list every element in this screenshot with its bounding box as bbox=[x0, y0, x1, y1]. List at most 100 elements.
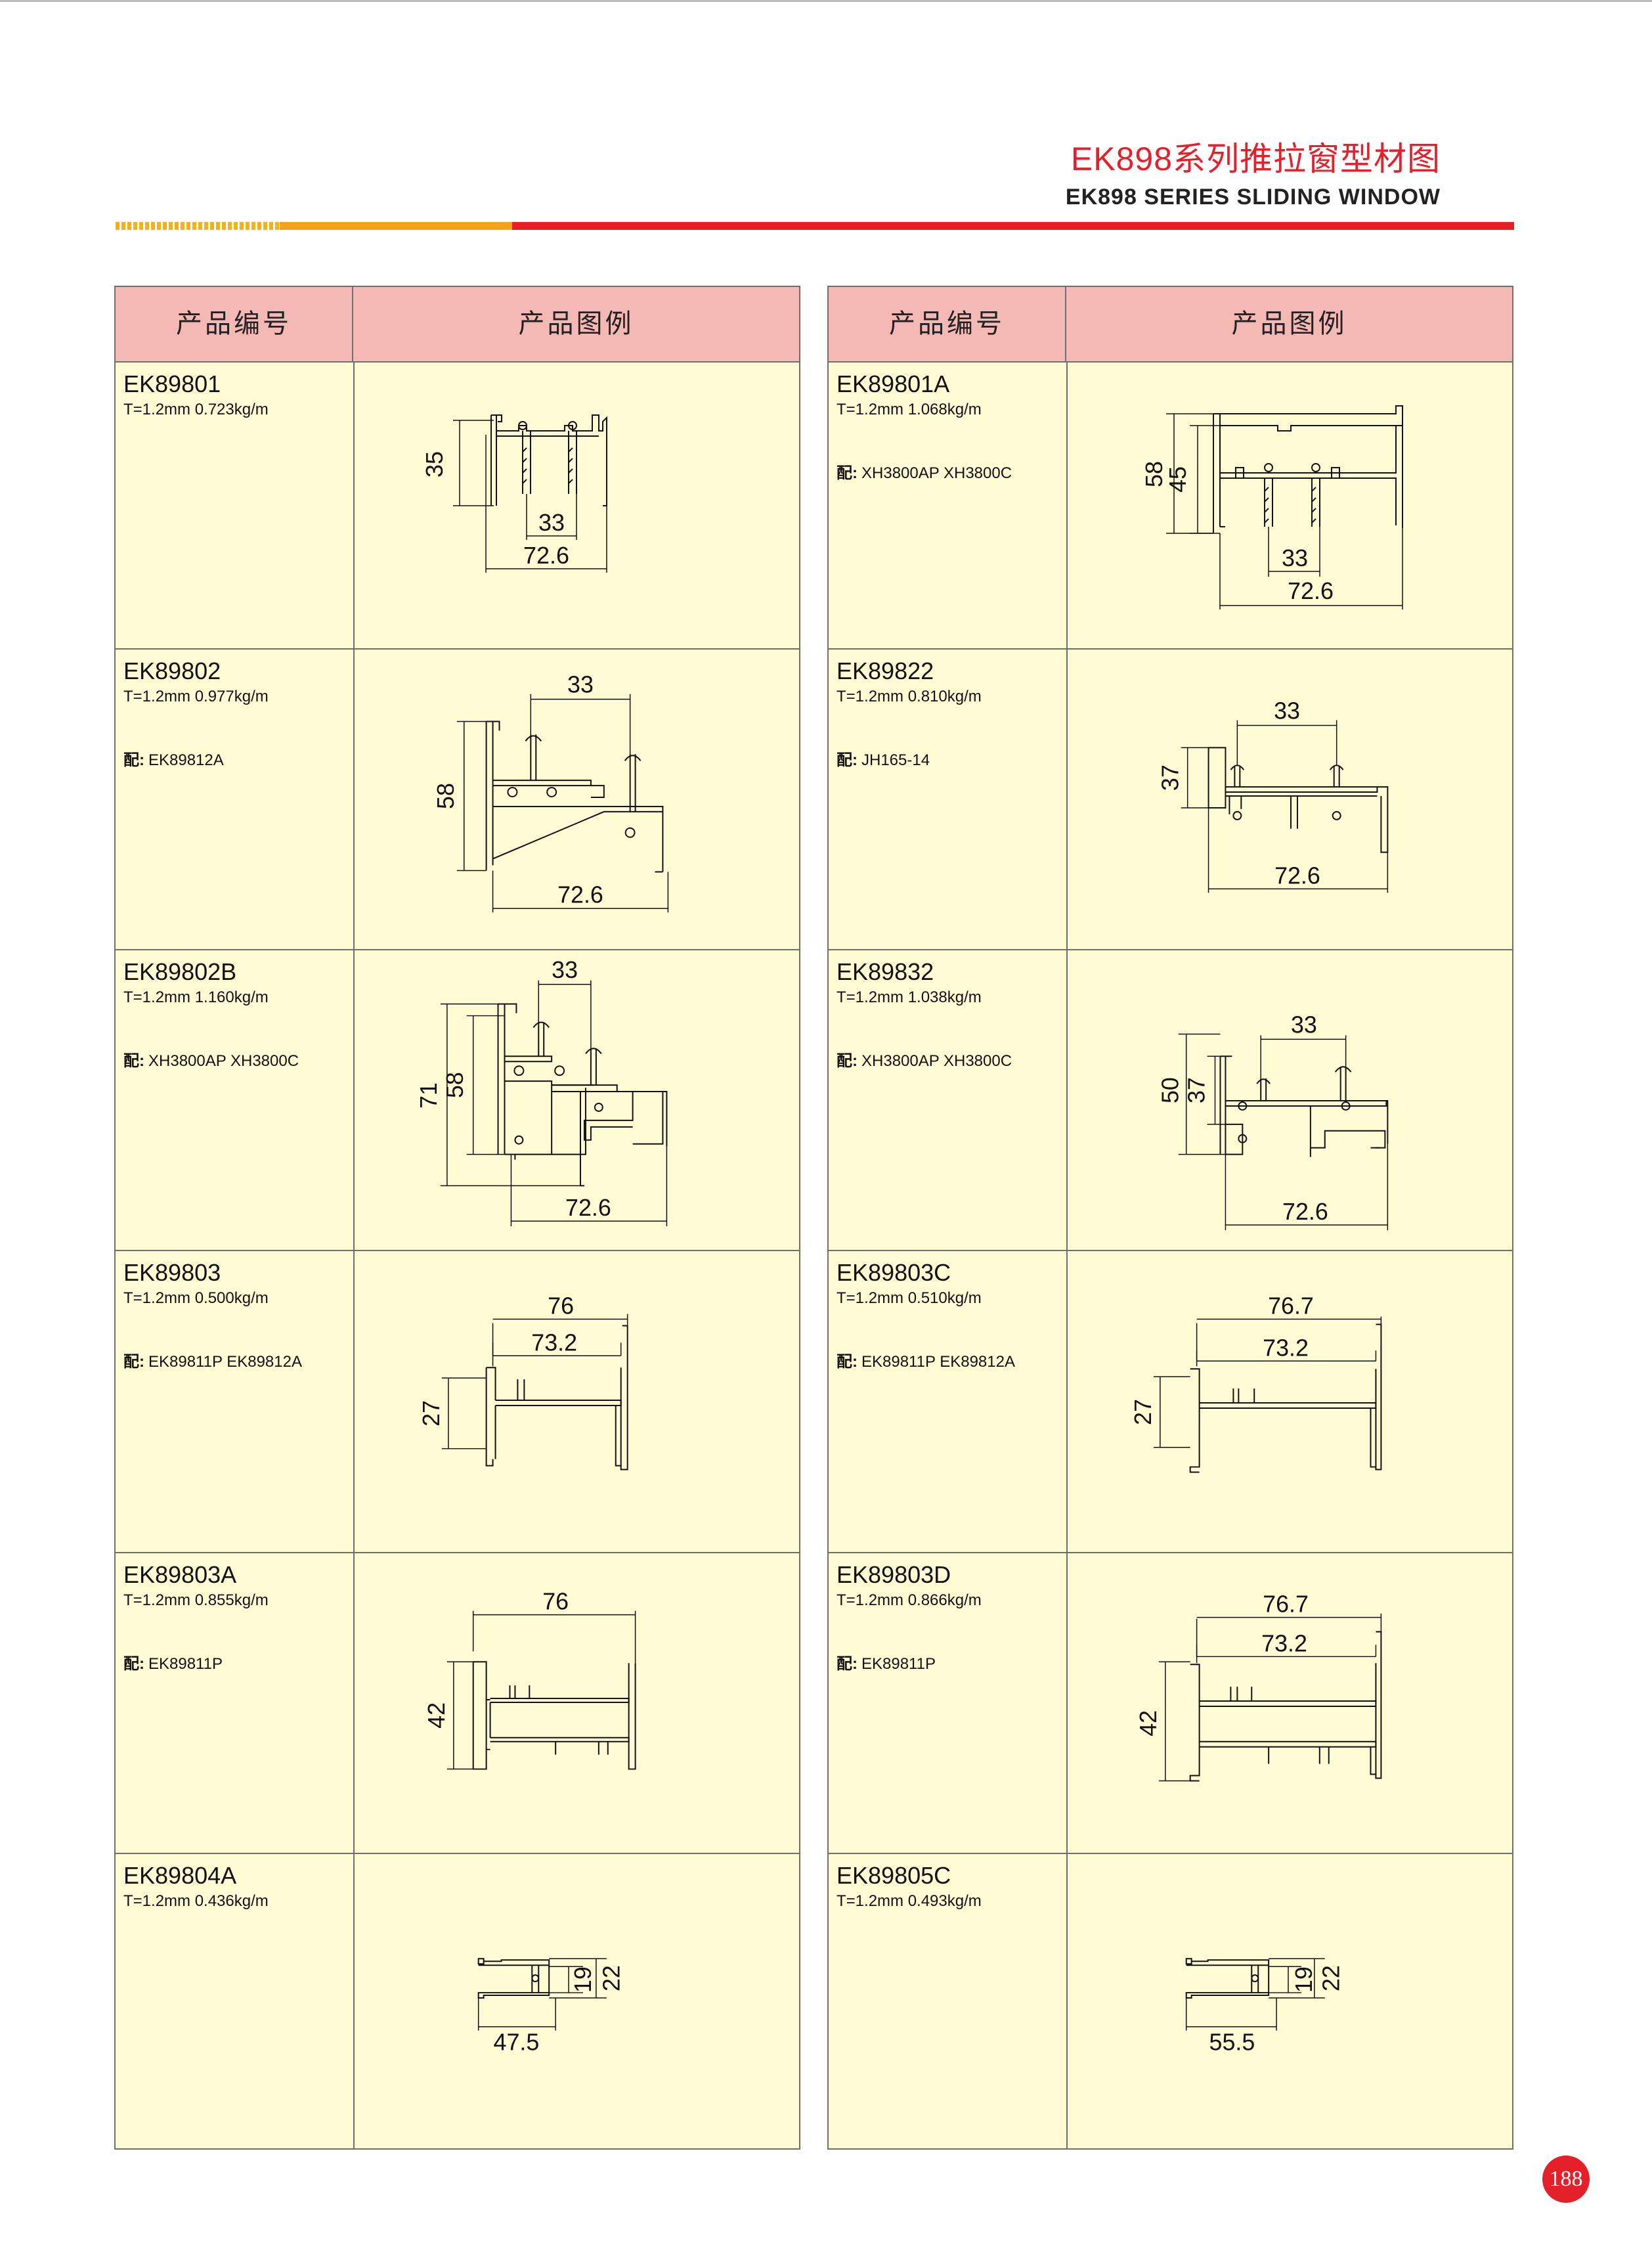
dim-label: 76.7 bbox=[1263, 1591, 1309, 1618]
dim-label: 58 bbox=[1141, 461, 1167, 487]
header-code: 产品编号 bbox=[116, 287, 353, 361]
product-spec: T=1.2mm 1.068kg/m bbox=[837, 401, 982, 418]
compatible-parts: 配:EK89811P bbox=[123, 1655, 223, 1673]
dim-label: 55.5 bbox=[1209, 2029, 1255, 2056]
product-code: EK89822 bbox=[837, 657, 934, 684]
compatible-parts: 配:EK89811P EK89812A bbox=[123, 1353, 302, 1371]
page-number: 188 bbox=[1542, 2156, 1590, 2203]
dim-label: 33 bbox=[1274, 698, 1300, 724]
product-row: EK89801A T=1.2mm 1.068kg/m 配:XH3800AP XH… bbox=[829, 363, 1512, 648]
product-spec: T=1.2mm 1.038kg/m bbox=[837, 988, 982, 1006]
compatible-parts: 配:EK89811P bbox=[837, 1655, 936, 1673]
compatible-parts: 配:EK89811P EK89812A bbox=[837, 1353, 1015, 1371]
dim-label: 72.6 bbox=[1282, 1199, 1328, 1225]
dim-label: 33 bbox=[552, 957, 578, 983]
product-table-left: 产品编号 产品图例 EK89801 T=1.2mm 0.723kg/m 35 3… bbox=[114, 286, 800, 2150]
product-spec: T=1.2mm 0.855kg/m bbox=[123, 1591, 269, 1609]
dim-label: 45 bbox=[1164, 466, 1191, 493]
profile-drawing: 27 76.7 73.2 bbox=[1068, 1251, 1513, 1552]
dim-label: 72.6 bbox=[565, 1195, 611, 1221]
compatible-parts: 配:XH3800AP XH3800C bbox=[837, 464, 1012, 482]
table-header: 产品编号 产品图例 bbox=[829, 287, 1512, 363]
product-spec: T=1.2mm 0.866kg/m bbox=[837, 1591, 982, 1609]
product-row: EK89822 T=1.2mm 0.810kg/m 配:JH165-14 37 … bbox=[829, 648, 1512, 949]
product-code: EK89801 bbox=[123, 370, 221, 397]
dim-label: 50 bbox=[1158, 1077, 1184, 1103]
top-border bbox=[0, 0, 1652, 2]
product-spec: T=1.2mm 0.493kg/m bbox=[837, 1892, 982, 1910]
product-code: EK89803C bbox=[837, 1259, 951, 1286]
dim-label: 19 bbox=[1291, 1966, 1317, 1993]
profile-drawing: 50 37 33 72.6 bbox=[1068, 950, 1513, 1250]
dim-label: 73.2 bbox=[531, 1329, 577, 1356]
dim-label: 72.6 bbox=[1274, 862, 1320, 889]
product-table-right: 产品编号 产品图例 EK89801A T=1.2mm 1.068kg/m 配:X… bbox=[827, 286, 1513, 2150]
profile-drawing: 37 33 72.6 bbox=[1068, 650, 1513, 949]
product-code: EK89804A bbox=[123, 1862, 237, 1889]
dim-label: 73.2 bbox=[1263, 1335, 1309, 1361]
product-spec: T=1.2mm 0.510kg/m bbox=[837, 1289, 982, 1307]
profile-drawing: 19 22 55.5 bbox=[1068, 1854, 1513, 2150]
product-row: EK89803C T=1.2mm 0.510kg/m 配:EK89811P EK… bbox=[829, 1250, 1512, 1552]
product-code: EK89803 bbox=[123, 1259, 221, 1286]
header-image: 产品图例 bbox=[518, 309, 634, 338]
dim-label: 73.2 bbox=[1261, 1630, 1307, 1656]
dim-label: 76 bbox=[542, 1589, 569, 1615]
dim-label: 27 bbox=[418, 1400, 445, 1427]
profile-drawing: 58 45 33 72.6 bbox=[1068, 363, 1513, 648]
product-row: EK89803D T=1.2mm 0.866kg/m 配:EK89811P 42… bbox=[829, 1552, 1512, 1853]
table-header: 产品编号 产品图例 bbox=[116, 287, 799, 363]
product-row: EK89803 T=1.2mm 0.500kg/m 配:EK89811P EK8… bbox=[116, 1250, 799, 1552]
dim-label: 72.6 bbox=[557, 881, 603, 908]
product-code: EK89801A bbox=[837, 370, 950, 397]
dim-label: 72.6 bbox=[1288, 577, 1334, 604]
product-code: EK89805C bbox=[837, 1862, 951, 1889]
profile-drawing: 42 76.7 73.2 bbox=[1068, 1553, 1513, 1853]
product-spec: T=1.2mm 0.810kg/m bbox=[837, 688, 982, 705]
product-code: EK89803A bbox=[123, 1561, 237, 1588]
dim-label: 71 bbox=[416, 1082, 442, 1109]
dim-label: 33 bbox=[538, 509, 565, 536]
product-spec: T=1.2mm 1.160kg/m bbox=[123, 988, 269, 1006]
header-code: 产品编号 bbox=[829, 287, 1066, 361]
dim-label: 27 bbox=[1130, 1399, 1156, 1425]
dim-label: 22 bbox=[599, 1965, 625, 1991]
compatible-parts: 配:EK89812A bbox=[123, 751, 224, 769]
dim-label: 35 bbox=[421, 451, 448, 477]
product-code: EK89802B bbox=[123, 958, 237, 985]
dim-label: 37 bbox=[1158, 764, 1184, 791]
product-row: EK89802 T=1.2mm 0.977kg/m 配:EK89812A 58 … bbox=[116, 648, 799, 949]
page-title-cn: EK898系列推拉窗型材图 bbox=[1070, 141, 1441, 177]
dim-label: 47.5 bbox=[494, 2029, 540, 2056]
profile-drawing: 58 33 72.6 bbox=[355, 650, 800, 949]
profile-drawing: 71 58 33 72.6 bbox=[355, 950, 800, 1250]
product-row: EK89804A T=1.2mm 0.436kg/m 19 22 47.5 bbox=[116, 1853, 799, 2150]
product-spec: T=1.2mm 0.723kg/m bbox=[123, 401, 269, 418]
dim-label: 33 bbox=[567, 672, 594, 698]
compatible-parts: 配:JH165-14 bbox=[837, 751, 930, 769]
product-code: EK89832 bbox=[837, 958, 934, 985]
dim-label: 58 bbox=[433, 783, 459, 809]
dim-label: 19 bbox=[570, 1966, 596, 1993]
dim-label: 76 bbox=[548, 1293, 574, 1319]
dim-label: 42 bbox=[1135, 1710, 1162, 1737]
header-rule bbox=[116, 222, 1514, 230]
product-spec: T=1.2mm 0.977kg/m bbox=[123, 688, 269, 705]
profile-drawing: 42 76 bbox=[355, 1553, 800, 1853]
dim-label: 58 bbox=[442, 1072, 468, 1098]
dim-label: 33 bbox=[1291, 1011, 1317, 1038]
product-row: EK89832 T=1.2mm 1.038kg/m 配:XH3800AP XH3… bbox=[829, 949, 1512, 1250]
header-image: 产品图例 bbox=[1231, 309, 1347, 338]
page-title-en: EK898 SERIES SLIDING WINDOW bbox=[1065, 185, 1441, 210]
dim-label: 22 bbox=[1318, 1965, 1345, 1991]
product-row: EK89801 T=1.2mm 0.723kg/m 35 33 72.6 bbox=[116, 363, 799, 648]
profile-drawing: 27 76 73.2 bbox=[355, 1251, 800, 1552]
profile-drawing: 35 33 72.6 bbox=[355, 363, 800, 648]
product-row: EK89802B T=1.2mm 1.160kg/m 配:XH3800AP XH… bbox=[116, 949, 799, 1250]
dim-label: 76.7 bbox=[1268, 1293, 1314, 1319]
product-spec: T=1.2mm 0.436kg/m bbox=[123, 1892, 269, 1910]
compatible-parts: 配:XH3800AP XH3800C bbox=[837, 1052, 1012, 1070]
product-code: EK89802 bbox=[123, 657, 221, 684]
profile-drawing: 19 22 47.5 bbox=[355, 1854, 800, 2150]
product-code: EK89803D bbox=[837, 1561, 951, 1588]
